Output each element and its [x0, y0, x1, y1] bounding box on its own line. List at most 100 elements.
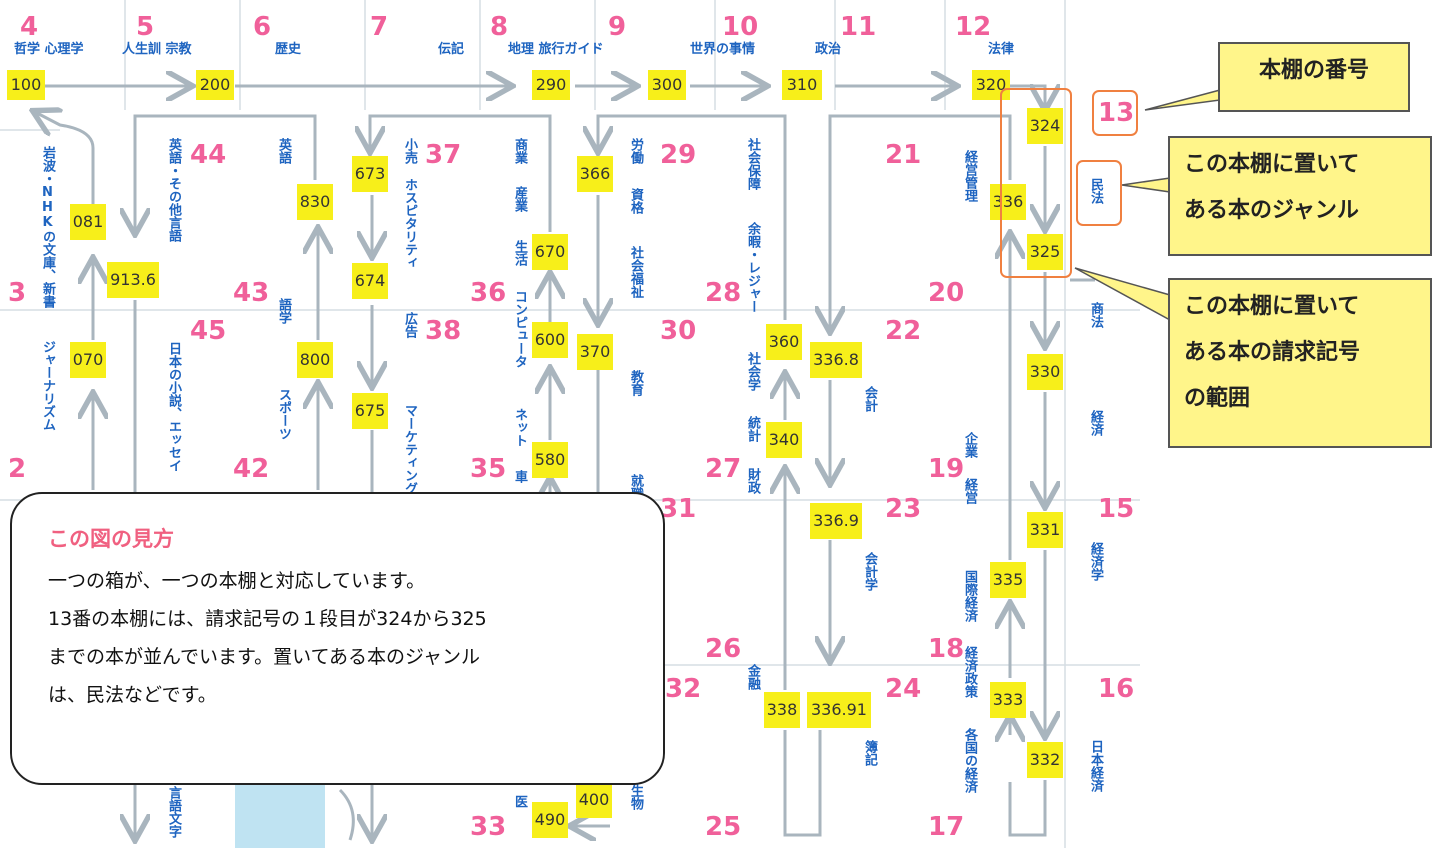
- genre-bookkeeping: 簿記: [862, 740, 877, 766]
- shelf-number-36: 36: [470, 278, 507, 308]
- top-number-4: 4: [20, 12, 39, 42]
- shelf-number-45: 45: [190, 316, 227, 346]
- genre-commercial-law: 商法: [1088, 302, 1103, 328]
- code-box-338: 338: [764, 692, 800, 728]
- code-box-830: 830: [297, 184, 333, 220]
- genre-journalism: ジャーナリズム: [40, 340, 55, 431]
- genre-social-security: 社会保障: [745, 138, 760, 190]
- code-box-366: 366: [577, 156, 613, 192]
- shelf-number-21: 21: [885, 140, 922, 170]
- genre-english: 英語: [276, 138, 291, 164]
- genre-living: 生活: [512, 240, 527, 266]
- genre-marketing: マーケティング: [402, 404, 417, 495]
- code-box-336-8: 336.8: [810, 342, 862, 378]
- genre-economy: 経済: [1088, 410, 1103, 436]
- shelf-number-33: 33: [470, 812, 507, 842]
- genre-writing-systems: 言語文字: [166, 786, 181, 838]
- genre-leisure: 余暇・レジャー: [745, 222, 760, 313]
- callout-genre-line-2: ある本のジャンル: [1184, 198, 1359, 223]
- top-number-11: 11: [840, 12, 877, 42]
- code-box-100: 100: [7, 70, 45, 100]
- code-box-332: 332: [1027, 742, 1063, 778]
- legend-panel: この図の見方 一つの箱が、一つの本棚と対応しています。 13番の本棚には、請求記…: [10, 492, 665, 785]
- genre-english-other-languages: 英語・その他言語: [166, 138, 181, 242]
- genre-education: 教育: [628, 370, 643, 396]
- genre-finance: 金融: [745, 664, 760, 690]
- genre-japanese-novels: 日本の小説、エッセイ: [166, 342, 181, 472]
- code-box-333: 333: [990, 682, 1026, 718]
- genre-accounting: 会計: [862, 386, 877, 412]
- code-box-400: 400: [576, 782, 612, 818]
- code-box-300: 300: [648, 70, 686, 100]
- genre-industry: 産業: [512, 186, 527, 212]
- shelf-number-37: 37: [425, 140, 462, 170]
- code-box-673: 673: [352, 156, 388, 192]
- legend-line-4: は、民法などです。: [48, 684, 217, 706]
- code-box-913-6: 913.6: [107, 262, 159, 298]
- callout-range-line-1: この本棚に置いて: [1184, 294, 1360, 319]
- genre-labor: 労働: [628, 138, 643, 164]
- shelf-number-17: 17: [928, 812, 965, 842]
- callout-code-range: この本棚に置いて ある本の請求記号 の範囲: [1168, 278, 1432, 448]
- code-box-070: 070: [70, 342, 106, 378]
- genre-computer: コンピュータ: [512, 290, 527, 368]
- genre-medicine: 医: [512, 795, 527, 808]
- genre-management: 経営: [962, 478, 977, 504]
- shelf-number-20: 20: [928, 278, 965, 308]
- genre-japanese-economy: 日本経済: [1088, 740, 1103, 792]
- genre-enterprise: 企業: [962, 432, 977, 458]
- shelf-number-43: 43: [233, 278, 270, 308]
- shelf-number-13: 13: [1098, 98, 1135, 128]
- code-box-336-9: 336.9: [810, 503, 862, 539]
- code-box-600: 600: [532, 322, 568, 358]
- shelf-number-16: 16: [1098, 674, 1135, 704]
- top-number-6: 6: [253, 12, 272, 42]
- genre-sociology: 社会学: [745, 352, 760, 391]
- code-box-370: 370: [577, 334, 613, 370]
- genre-economic-policy: 経済政策: [962, 646, 977, 698]
- shelf-number-18: 18: [928, 634, 965, 664]
- shelf-number-23: 23: [885, 494, 922, 524]
- code-box-675: 675: [352, 393, 388, 429]
- genre-qualifications: 資格: [628, 188, 643, 214]
- code-box-290: 290: [532, 70, 570, 100]
- genre-advertising: 広告: [402, 312, 417, 338]
- genre-world-economies: 各国の経済: [962, 728, 977, 793]
- code-box-336-91: 336.91: [807, 692, 871, 728]
- shelf-number-19: 19: [928, 454, 965, 484]
- shelf-number-35: 35: [470, 454, 507, 484]
- genre-statistics: 統計: [745, 416, 760, 442]
- callout-shelf-number: 本棚の番号: [1218, 42, 1410, 112]
- genre-cars: 車: [512, 470, 527, 483]
- top-number-12: 12: [955, 12, 992, 42]
- shelf-number-42: 42: [233, 454, 270, 484]
- top-number-5: 5: [136, 12, 155, 42]
- genre-language-study: 語学: [276, 298, 291, 324]
- top-number-8: 8: [490, 12, 509, 42]
- shelf-number-26: 26: [705, 634, 742, 664]
- shelf-number-32: 32: [665, 674, 702, 704]
- genre-international-economics: 国際経済: [962, 570, 977, 622]
- top-number-10: 10: [722, 12, 759, 42]
- top-genre-biography: 伝記: [438, 42, 465, 57]
- shelf-number-28: 28: [705, 278, 742, 308]
- genre-biology: 生物: [628, 784, 643, 810]
- shelf-number-24: 24: [885, 674, 922, 704]
- callout-range-line-2: ある本の請求記号: [1184, 340, 1361, 365]
- top-genre-religion: 人生訓 宗教: [122, 42, 192, 57]
- code-box-331: 331: [1027, 512, 1063, 548]
- code-box-674: 674: [352, 263, 388, 299]
- shelf-number-38: 38: [425, 316, 462, 346]
- top-number-7: 7: [370, 12, 389, 42]
- code-box-324: 324: [1027, 108, 1063, 144]
- genre-retail: 小売: [402, 138, 417, 164]
- shelf-number-31: 31: [660, 494, 697, 524]
- top-genre-world-affairs: 世界の事情: [690, 42, 756, 57]
- genre-accounting-studies: 会計学: [862, 552, 877, 591]
- highlight-shelf-13-number: [1092, 90, 1138, 136]
- genre-commerce: 商業: [512, 138, 527, 164]
- code-box-580: 580: [532, 442, 568, 478]
- callout-genre: この本棚に置いて ある本のジャンル: [1168, 136, 1432, 256]
- code-box-340: 340: [766, 422, 802, 458]
- top-genre-history: 歴史: [275, 42, 302, 57]
